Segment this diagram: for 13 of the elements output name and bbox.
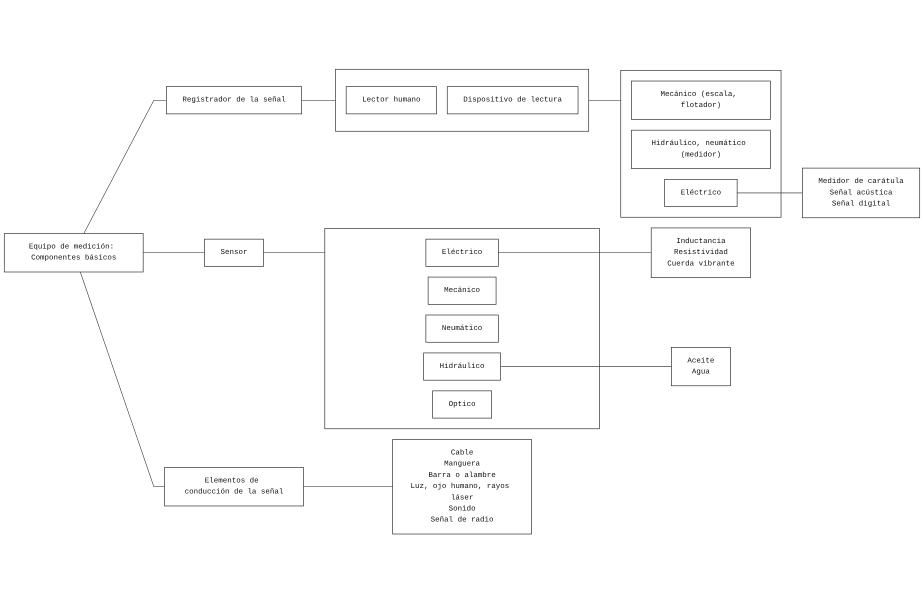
connector [498, 252, 652, 254]
connector [84, 100, 167, 234]
connector [500, 366, 672, 368]
connector [142, 252, 205, 254]
connector [263, 252, 326, 254]
cluster [335, 69, 590, 132]
connector [301, 100, 336, 101]
connector [588, 100, 622, 101]
connector [736, 193, 803, 194]
connector [303, 486, 393, 488]
connector [80, 272, 165, 488]
cluster [620, 70, 782, 218]
cluster [324, 228, 600, 430]
